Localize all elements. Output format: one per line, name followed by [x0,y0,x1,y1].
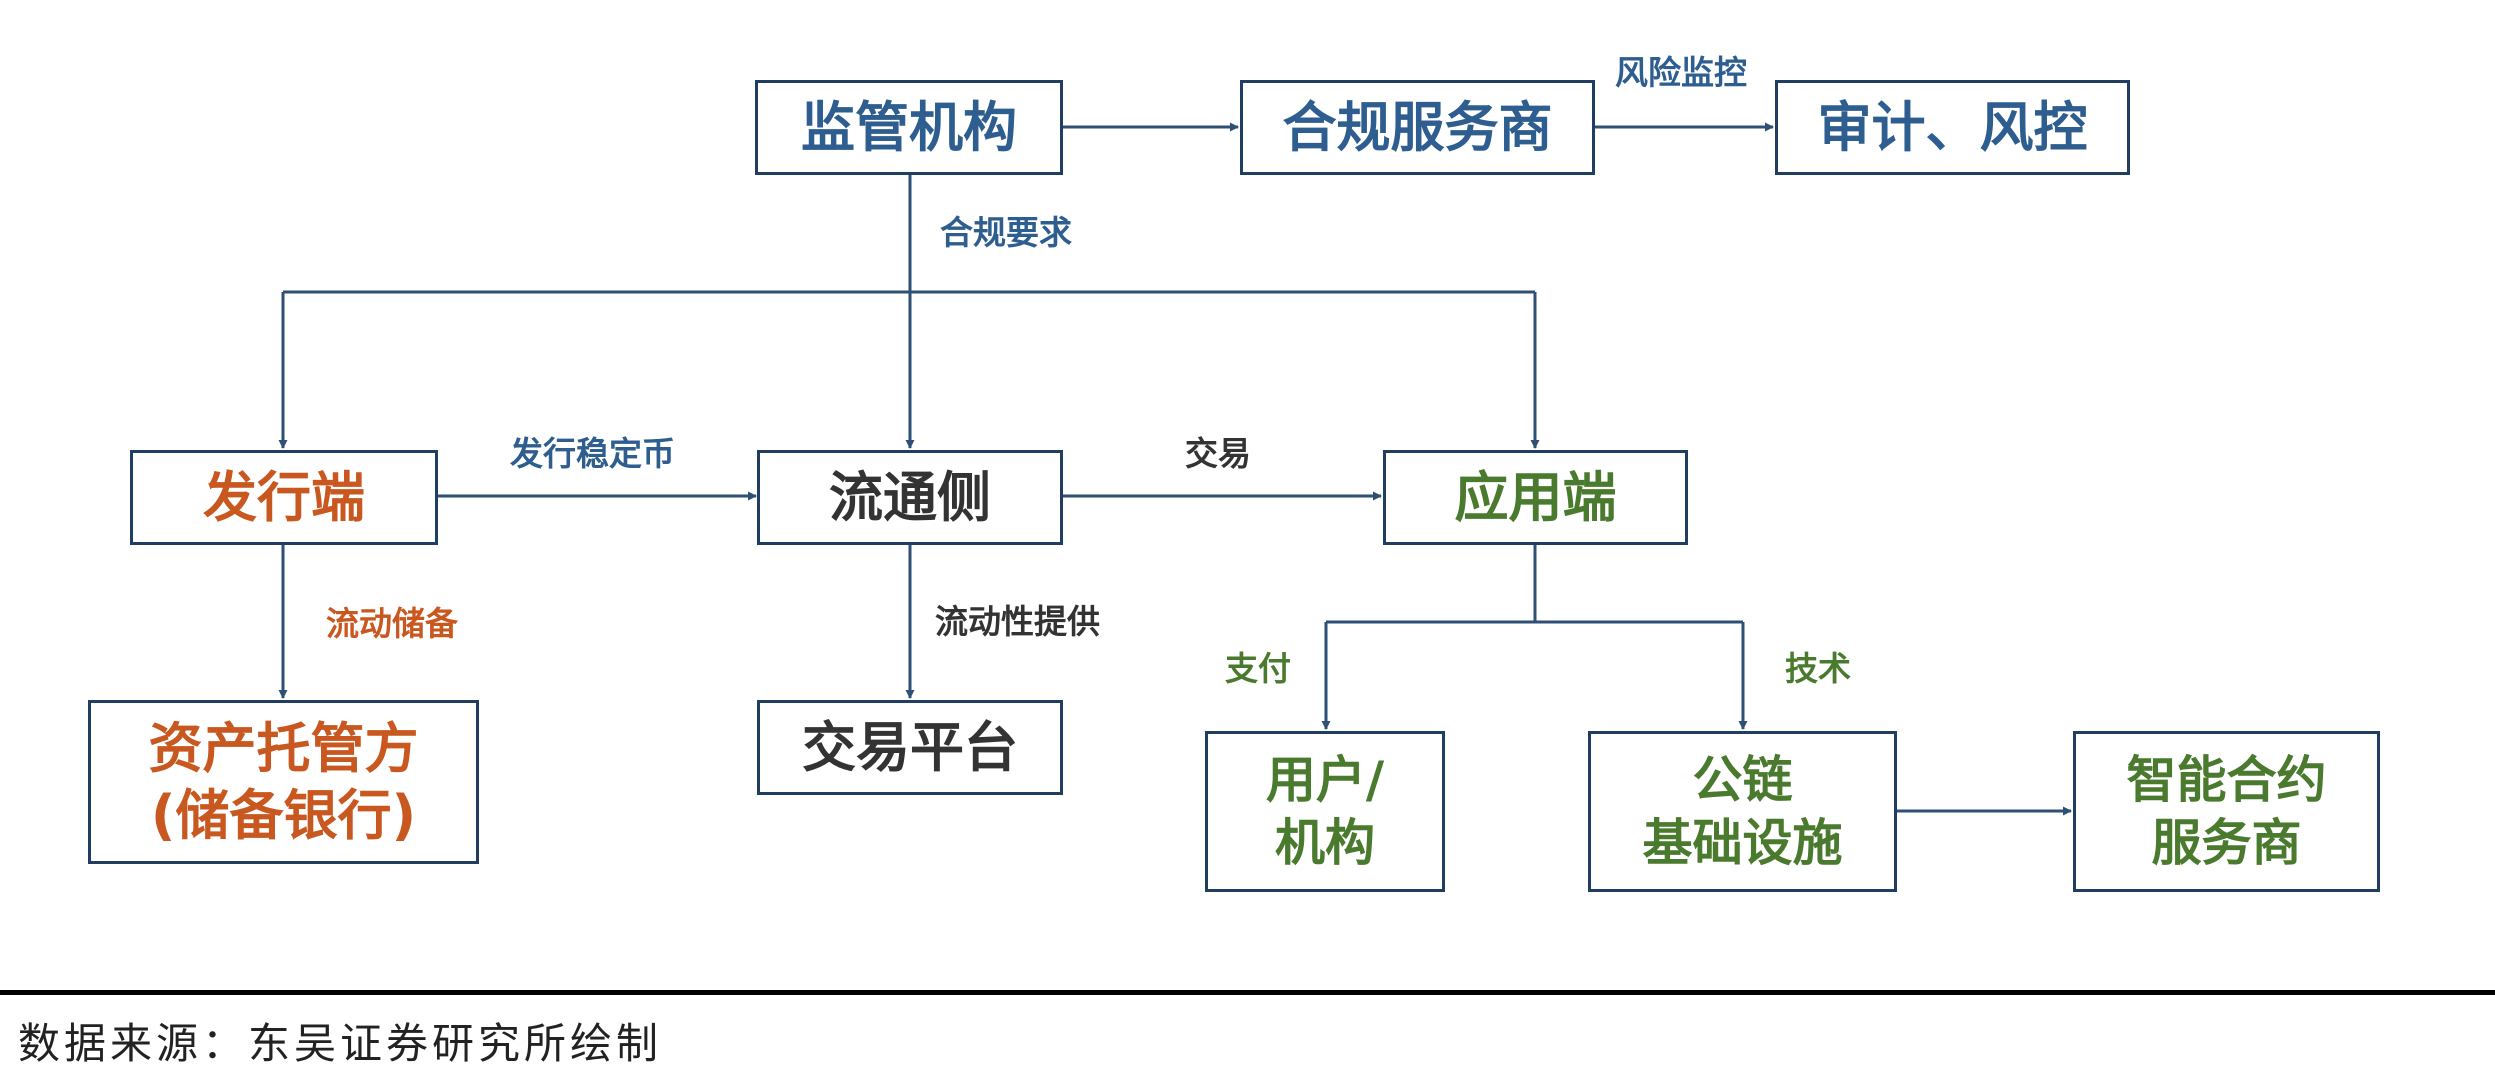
node-users-line-1: 用户/ [1265,751,1385,809]
footer-divider [0,990,2495,995]
node-issuer: 发行端 [130,450,438,545]
node-regulator: 监管机构 [755,80,1063,175]
node-compliance-provider: 合规服务商 [1240,80,1595,175]
label-issue-stablecoin: 发行稳定币 [510,434,675,473]
node-custodian-line-1: 资产托管方 [148,716,419,780]
label-liquidity-provision: 流动性提供 [935,602,1100,641]
node-public-chain-line-2: 基础设施 [1642,813,1843,872]
node-application: 应用端 [1383,450,1688,545]
label-payment: 支付 [1225,649,1291,688]
label-trading: 交易 [1185,434,1251,473]
node-regulator-line-1: 监管机构 [801,95,1017,159]
node-smart-contract-provider: 智能合约 服务商 [2073,731,2380,892]
node-public-chain: 公链 基础设施 [1588,731,1897,892]
node-issuer-line-1: 发行端 [203,465,365,529]
node-exchange-line-1: 交易平台 [802,715,1018,779]
node-public-chain-line-1: 公链 [1692,751,1793,809]
node-smart-contract-line-2: 服务商 [2151,813,2302,872]
label-liquidity-reserve: 流动储备 [326,604,458,643]
label-compliance-requirements: 合规要求 [940,213,1072,252]
node-compliance-provider-line-1: 合规服务商 [1282,95,1553,159]
source-note: 数据来源：东吴证券研究所绘制 [18,1019,663,1068]
stablecoin-ecosystem-diagram: 监管机构 合规服务商 审计、风控 发行端 流通侧 应用端 资产托管方 (储备银行… [88,53,2380,892]
node-exchange: 交易平台 [757,700,1063,795]
node-audit-risk-control: 审计、风控 [1775,80,2130,175]
label-risk-monitoring: 风险监控 [1615,53,1747,92]
node-application-line-1: 应用端 [1454,465,1617,529]
node-circulation-line-1: 流通侧 [829,465,991,529]
node-users-line-2: 机构 [1275,813,1375,872]
label-technology: 技术 [1785,649,1851,688]
node-users: 用户/ 机构 [1205,731,1445,892]
node-smart-contract-line-1: 智能合约 [2126,751,2327,809]
connector-lines [278,122,2072,816]
node-audit-line-1: 审计、风控 [1817,95,2088,159]
node-circulation: 流通侧 [757,450,1063,545]
node-custodian-line-2: (储备银行) [150,784,417,847]
node-custodian: 资产托管方 (储备银行) [88,700,479,864]
